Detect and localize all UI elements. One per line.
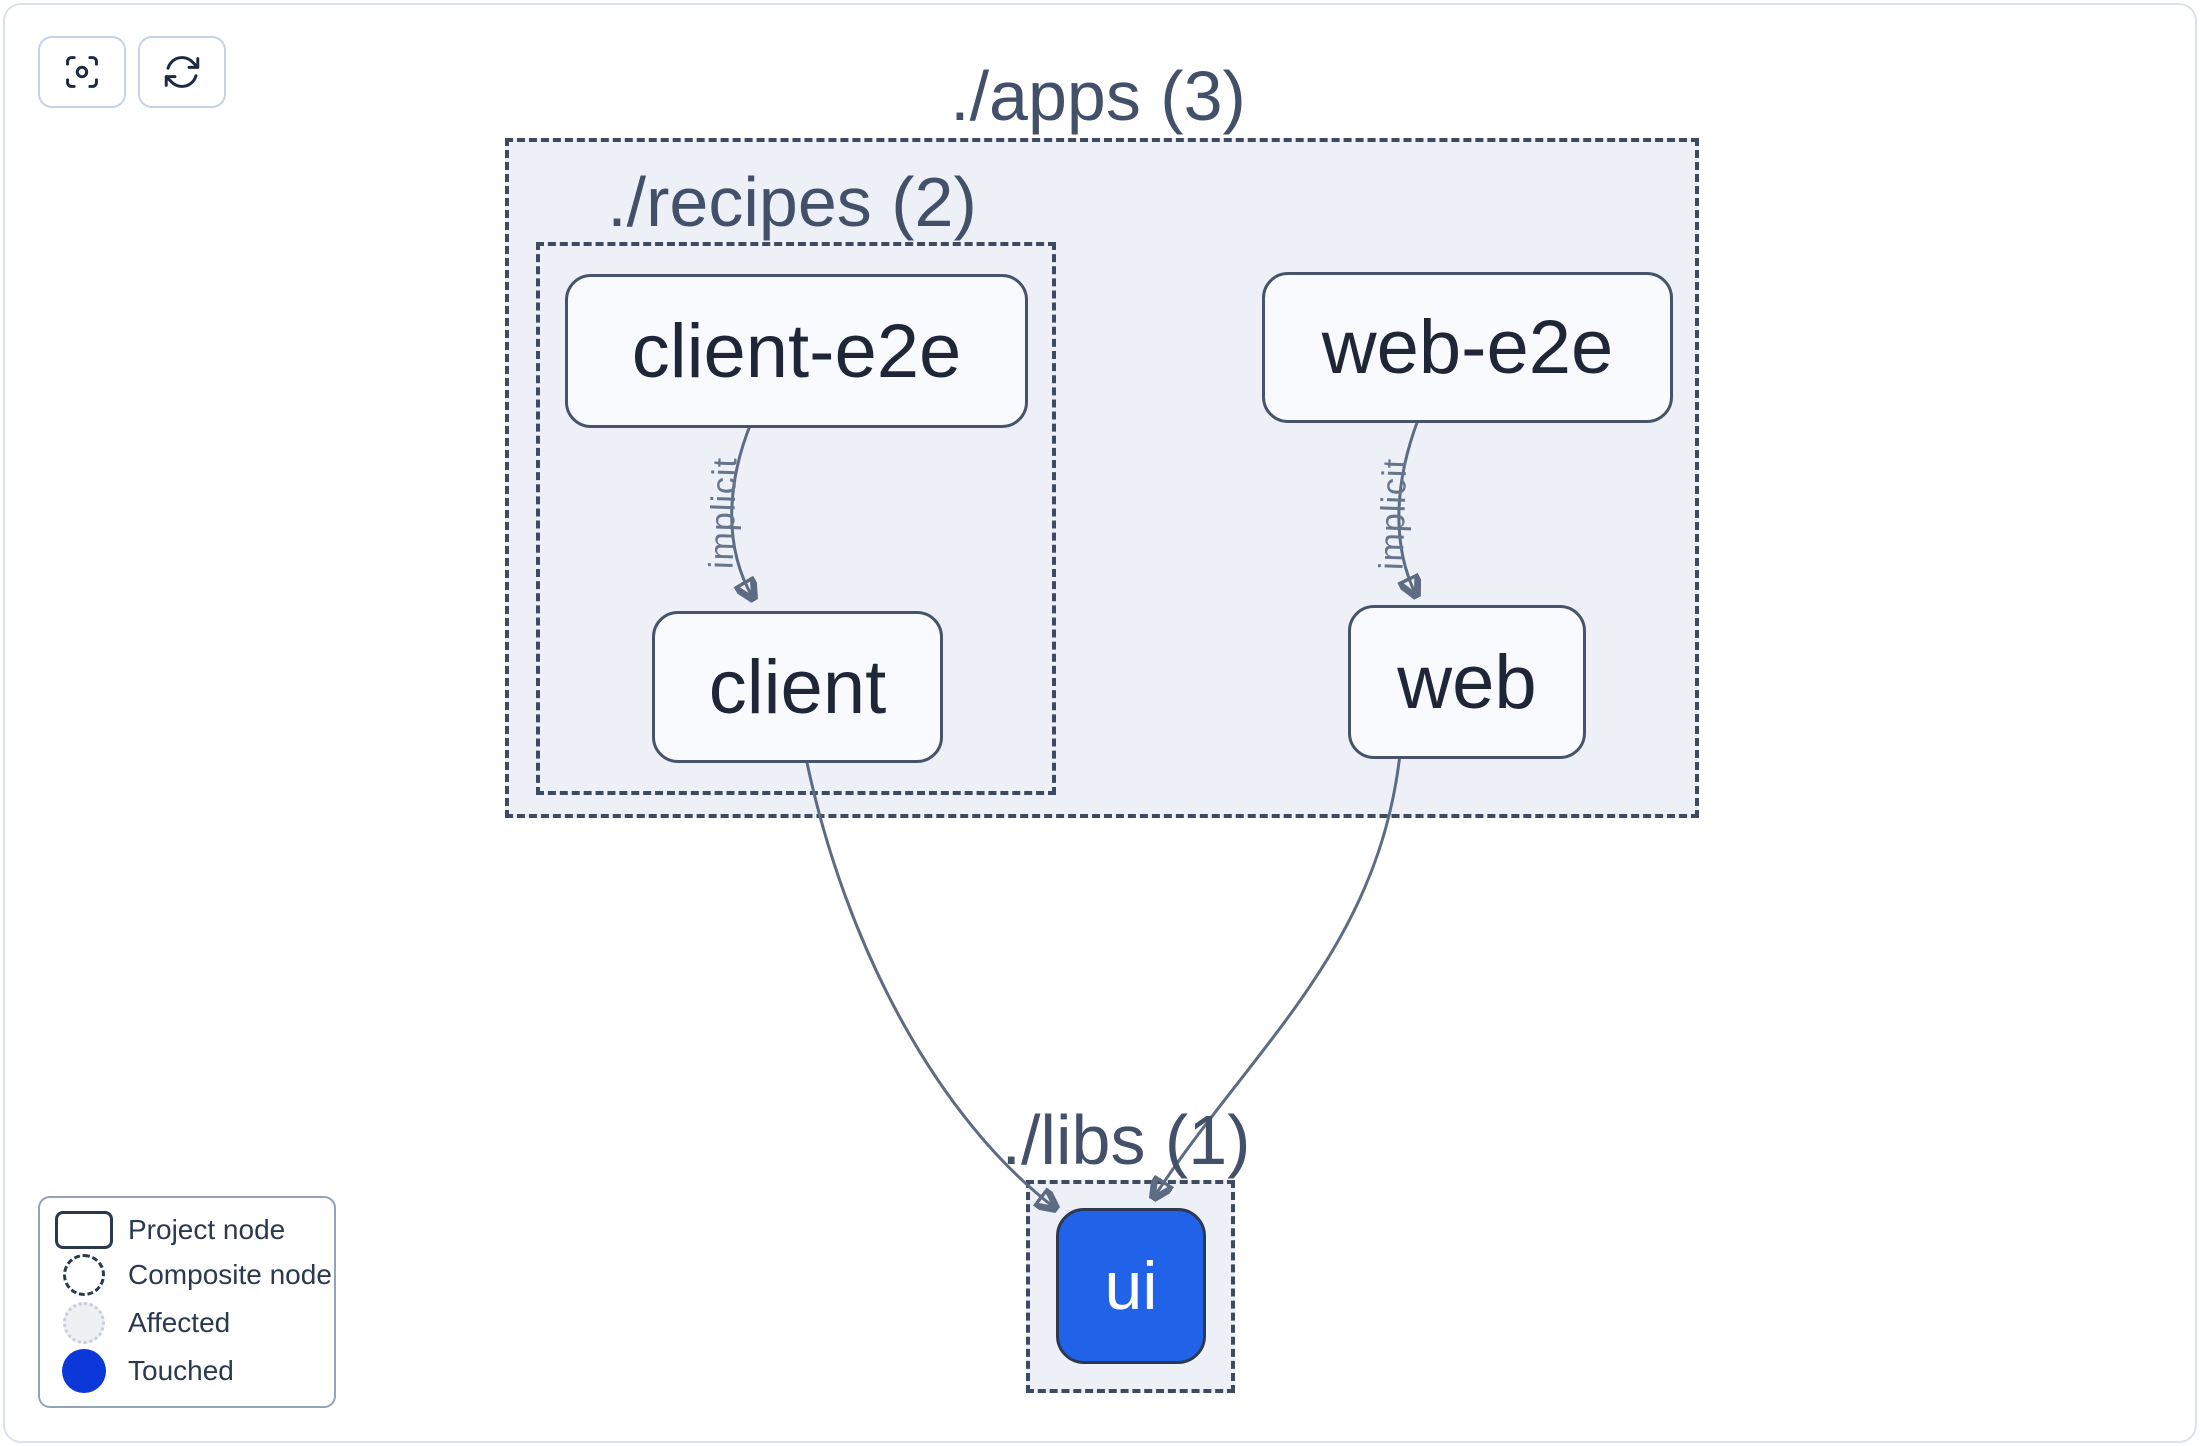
- composite-node-icon: [63, 1254, 105, 1297]
- composite-label-apps[interactable]: ./apps (3): [950, 57, 1246, 135]
- refresh-button[interactable]: [138, 36, 226, 108]
- legend-label: Affected: [128, 1306, 231, 1338]
- viewfinder-icon: [66, 56, 98, 88]
- legend-row-project-node: Project node: [40, 1210, 334, 1249]
- edge-label-implicit: implicit: [702, 456, 745, 570]
- project-node-icon: [55, 1210, 113, 1249]
- legend-label: Composite node: [128, 1259, 332, 1291]
- edge-client-e2e-to-client[interactable]: [730, 422, 753, 598]
- edge-label-implicit: implicit: [1372, 457, 1415, 571]
- composite-label-recipes[interactable]: ./recipes (2): [607, 163, 977, 241]
- edge-web-to-ui[interactable]: [1154, 753, 1402, 1197]
- project-node-label: ui: [1104, 1248, 1158, 1324]
- legend-label: Touched: [128, 1355, 234, 1387]
- project-node-label: web-e2e: [1321, 305, 1614, 390]
- legend-row-affected: Affected: [40, 1301, 334, 1344]
- edge-web-e2e-to-web[interactable]: [1397, 419, 1418, 595]
- project-node-web-e2e[interactable]: web-e2e: [1262, 272, 1673, 423]
- project-node-label: client-e2e: [631, 308, 962, 394]
- project-node-ui-touched[interactable]: ui: [1056, 1208, 1206, 1364]
- legend-label: Project node: [128, 1213, 286, 1245]
- project-node-client[interactable]: client: [652, 611, 943, 763]
- legend-row-composite-node: Composite node: [40, 1254, 334, 1297]
- legend-row-touched: Touched: [40, 1349, 334, 1394]
- legend: Project node Composite node Affected Tou…: [38, 1196, 336, 1408]
- project-node-client-e2e[interactable]: client-e2e: [565, 274, 1028, 428]
- composite-label-libs[interactable]: ./libs (1): [1001, 1101, 1251, 1179]
- affected-icon: [63, 1301, 105, 1344]
- edge-client-to-ui[interactable]: [804, 757, 1055, 1208]
- project-node-web[interactable]: web: [1348, 605, 1586, 759]
- focus-button[interactable]: [38, 36, 126, 108]
- touched-icon: [62, 1349, 106, 1394]
- project-node-label: web: [1397, 639, 1537, 725]
- refresh-icon: [164, 56, 200, 88]
- composite-node-recipes[interactable]: [536, 242, 1056, 795]
- project-node-label: client: [708, 644, 887, 730]
